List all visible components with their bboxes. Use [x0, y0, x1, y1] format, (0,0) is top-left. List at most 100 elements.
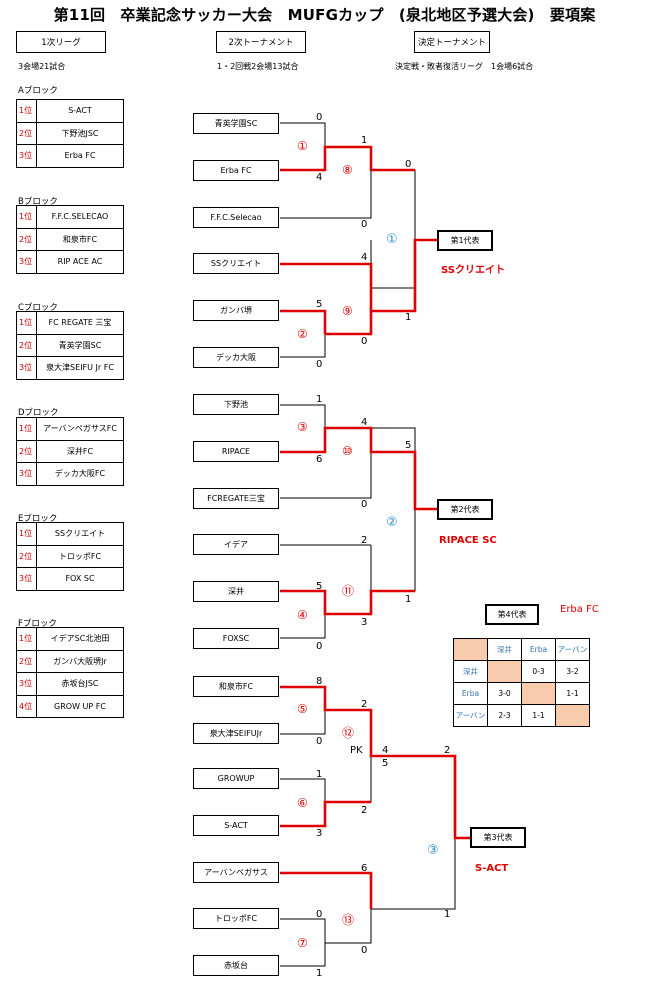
bracket-team: RIPACE: [193, 441, 279, 462]
group-row: 2位深井FC: [16, 439, 124, 463]
match-number: ①: [297, 139, 308, 153]
representative-box: 第1代表: [437, 230, 493, 251]
group-title: Eブロック: [18, 514, 58, 524]
score: 0: [316, 112, 323, 123]
representative-winner: S-ACT: [475, 863, 509, 874]
bracket-team: デッカ大阪: [193, 347, 279, 368]
score: 8: [316, 676, 323, 687]
match-number: ⑫: [342, 726, 355, 740]
table-row: 深井 Erba アーバン: [453, 638, 590, 661]
table-cell: 3-0: [487, 682, 522, 705]
group-row: 3位泉大津SEIFU Jr FC: [16, 356, 124, 380]
stage-note-final: 決定戦・敗者復活リーグ 1会場6試合: [395, 62, 534, 71]
team-name: GROW UP FC: [36, 694, 124, 718]
match-number: ⑧: [342, 163, 353, 177]
score: 2: [361, 699, 368, 710]
team-name: Erba FC: [36, 144, 124, 168]
bracket-team: Erba FC: [193, 160, 279, 181]
score: 3: [361, 617, 368, 628]
match-number: ⑦: [297, 936, 308, 950]
team-name: 下野池JSC: [36, 121, 124, 145]
group-row: 1位アーバンペガサスFC: [16, 417, 124, 441]
bracket-team: ガンバ堺: [193, 300, 279, 321]
group-row: 3位デッカ大阪FC: [16, 462, 124, 486]
final-number: ③: [427, 843, 439, 858]
final-number: ①: [386, 232, 398, 247]
score: 4: [361, 417, 368, 428]
rank: 3位: [16, 356, 37, 380]
table-cell: 0-3: [521, 660, 556, 683]
table-cell: [555, 704, 590, 727]
pk-label: PK: [350, 745, 363, 756]
group-row: 2位下野池JSC: [16, 121, 124, 145]
score: 1: [316, 394, 323, 405]
group-table-d: 1位アーバンペガサスFC 2位深井FC 3位デッカ大阪FC: [16, 417, 124, 486]
score: 5: [316, 581, 323, 592]
rank: 3位: [16, 250, 37, 274]
team-name: FOX SC: [36, 567, 124, 591]
league-table: 深井 Erba アーバン 深井 0-3 3-2 Erba 3-0 1-1 アーバ…: [453, 638, 590, 727]
score: 0: [316, 641, 323, 652]
score: 0: [316, 359, 323, 370]
table-row: Erba 3-0 1-1: [453, 682, 590, 705]
representative-winner: Erba FC: [560, 604, 599, 615]
team-name: 泉大津SEIFU Jr FC: [36, 356, 124, 380]
bracket-team: アーバンペガサス: [193, 862, 279, 883]
rank: 2位: [16, 227, 37, 251]
table-row-header: アーバン: [453, 704, 488, 727]
score: 3: [316, 828, 323, 839]
score: 5: [316, 299, 323, 310]
score: 0: [361, 336, 368, 347]
group-title: Bブロック: [18, 197, 58, 207]
representative-winner: SSクリエイト: [441, 265, 505, 276]
table-cell: 1-1: [521, 704, 556, 727]
table-cell: [521, 682, 556, 705]
bracket-team: 青英学園SC: [193, 113, 279, 134]
stage-header-tournament: 2次トーナメント: [216, 31, 306, 53]
bracket-team: イデア: [193, 534, 279, 555]
group-title: Cブロック: [18, 303, 58, 313]
stage-note-league: 3会場21試合: [18, 62, 66, 71]
table-cell: [487, 660, 522, 683]
score: 5: [382, 758, 389, 769]
score: 1: [444, 909, 451, 920]
representative-box: 第4代表: [485, 604, 539, 625]
score: 5: [405, 440, 412, 451]
bracket-team: 赤坂台: [193, 955, 279, 976]
match-number: ⑩: [342, 444, 353, 458]
bracket-team: FOXSC: [193, 628, 279, 649]
bracket-team: S-ACT: [193, 815, 279, 836]
team-name: 青英学園SC: [36, 333, 124, 357]
winner-paths: [280, 145, 470, 909]
score: 4: [361, 252, 368, 263]
match-number: ⑥: [297, 796, 308, 810]
score: 0: [361, 945, 368, 956]
bracket-team: 深井: [193, 581, 279, 602]
table-header: アーバン: [555, 638, 590, 661]
table-cell: [453, 638, 488, 661]
group-row: 2位トロッポFC: [16, 544, 124, 568]
table-cell: 3-2: [555, 660, 590, 683]
page-title: 第11回 卒業記念サッカー大会 MUFGカップ (泉北地区予選大会) 要項案: [53, 6, 596, 24]
match-number: ④: [297, 608, 308, 622]
table-row: 深井 0-3 3-2: [453, 660, 590, 683]
bracket-team: SSクリエイト: [193, 253, 279, 274]
match-number: ③: [297, 420, 308, 434]
match-number: ②: [297, 327, 308, 341]
match-number: ⑪: [342, 584, 355, 598]
score: 0: [316, 736, 323, 747]
score: 1: [316, 769, 323, 780]
representative-box: 第3代表: [470, 827, 526, 848]
score: 6: [316, 454, 323, 465]
score: 1: [405, 594, 412, 605]
